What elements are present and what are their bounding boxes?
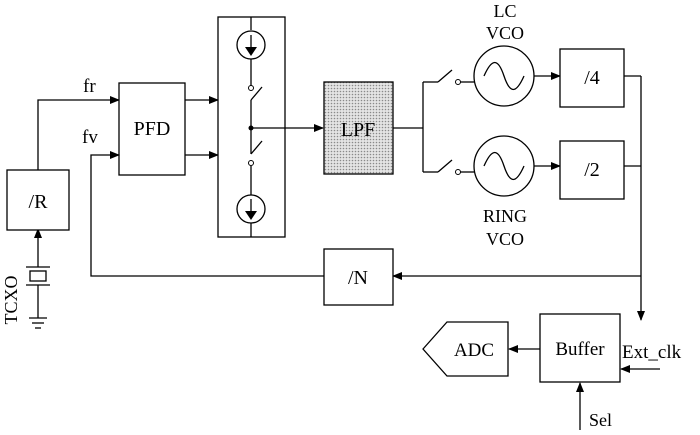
lc-vco-label-line1: LC bbox=[493, 1, 516, 21]
adc-shape bbox=[422, 321, 509, 377]
n-divider-box bbox=[323, 248, 394, 306]
ext-clk-label: Ext_clk bbox=[622, 342, 682, 363]
buffer-label: Buffer bbox=[555, 339, 605, 360]
div4-label: /4 bbox=[584, 67, 600, 89]
charge-pump-internals bbox=[236, 17, 266, 237]
ring-vco-label-line2: VCO bbox=[486, 229, 524, 249]
fv-label: fv bbox=[82, 127, 98, 148]
n-divider-label: /N bbox=[348, 267, 368, 289]
tcxo-label: TCXO bbox=[1, 276, 21, 325]
div4-box bbox=[559, 48, 625, 108]
lpf-box bbox=[323, 81, 394, 175]
div2-label: /2 bbox=[584, 159, 600, 181]
ring-vco-label-line1: RING bbox=[483, 206, 527, 226]
pfd-box bbox=[118, 82, 186, 176]
fv-feedback-wire bbox=[90, 151, 324, 277]
ring-vco bbox=[473, 135, 535, 197]
tcxo-crystal bbox=[26, 237, 50, 318]
r-divider-box bbox=[6, 169, 70, 231]
divider-output-bus bbox=[624, 75, 642, 312]
fr-wire bbox=[37, 96, 120, 170]
lpf-output-branch bbox=[393, 69, 474, 175]
pfd-label: PFD bbox=[134, 118, 171, 140]
lpf-label: LPF bbox=[341, 119, 375, 141]
ground-symbol bbox=[29, 317, 47, 329]
div2-box bbox=[559, 140, 625, 200]
adc-label: ADC bbox=[454, 340, 494, 361]
fr-label: fr bbox=[83, 76, 96, 97]
buffer-box bbox=[539, 313, 621, 383]
r-divider-label: /R bbox=[29, 191, 49, 213]
lc-vco bbox=[473, 45, 535, 107]
lc-vco-label-line2: VCO bbox=[486, 23, 524, 43]
sel-label: Sel bbox=[589, 410, 612, 430]
